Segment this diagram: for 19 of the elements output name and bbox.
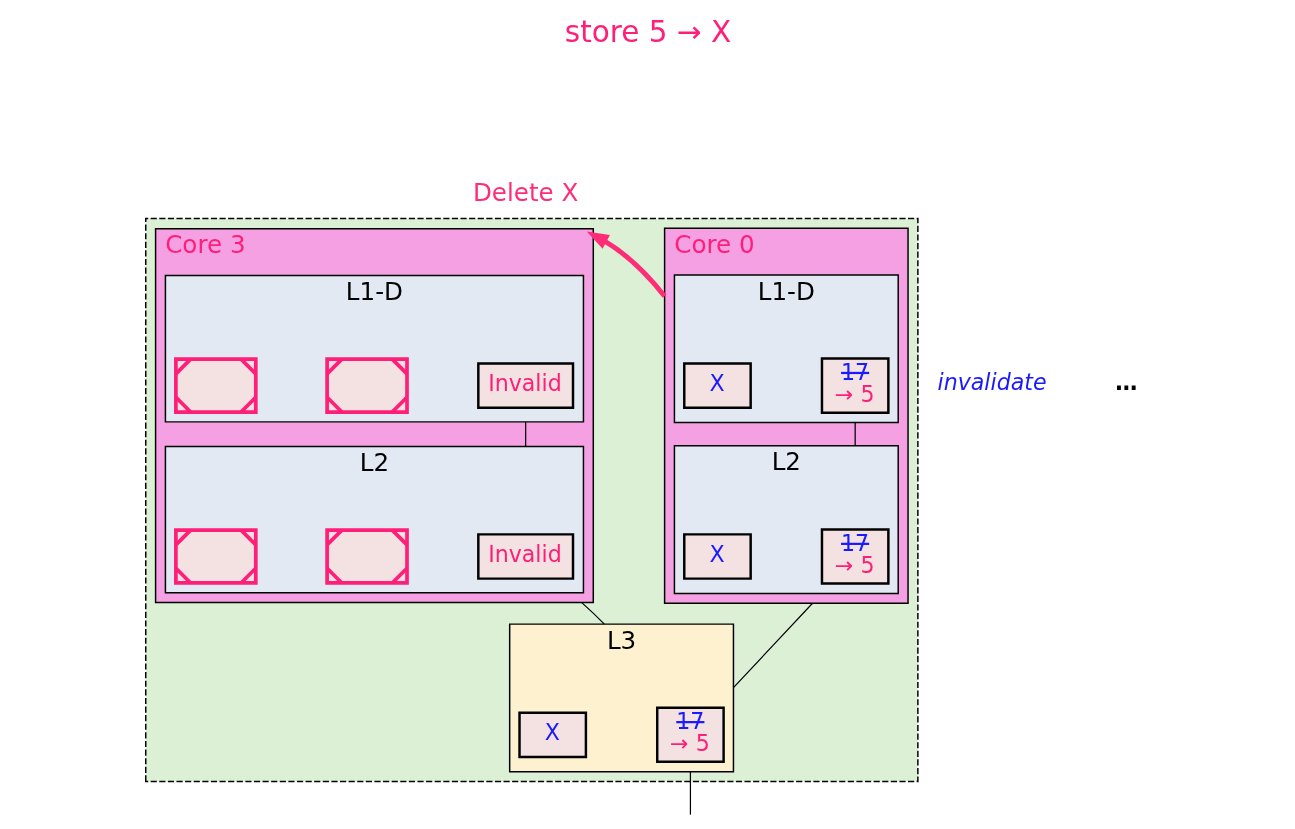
label: …: [1114, 368, 1137, 395]
node-box: Invalid: [476, 533, 574, 580]
node-box: X: [517, 711, 587, 759]
cluster: [144, 217, 919, 783]
connector: [732, 602, 813, 689]
connector: [580, 602, 605, 625]
node-box: 17 → 5: [655, 706, 725, 764]
node-box: 17 → 5: [820, 528, 890, 585]
edge-label: Delete X: [472, 178, 578, 208]
connector: [524, 421, 526, 448]
node-box: X: [682, 362, 752, 409]
node-box: Invalid: [476, 362, 574, 409]
node-box: 17 → 5: [820, 357, 890, 414]
arrow: [586, 231, 666, 298]
label: invalidate: [937, 368, 1047, 395]
diagram-title: store 5 → X: [564, 14, 731, 49]
node-box: X: [682, 533, 752, 580]
connector: [689, 771, 691, 816]
connector: [854, 421, 856, 447]
